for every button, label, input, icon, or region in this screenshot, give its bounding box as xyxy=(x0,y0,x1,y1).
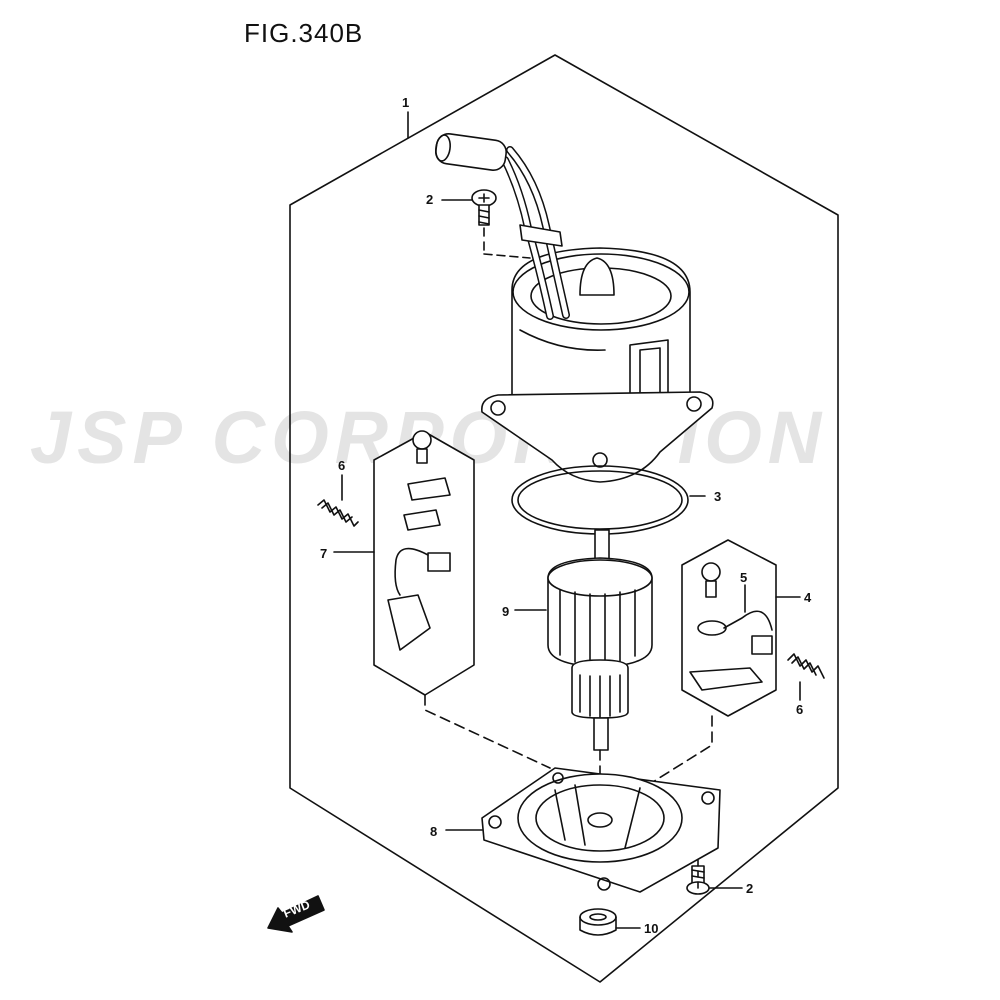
screw-top xyxy=(471,189,531,259)
end-frame xyxy=(481,767,721,893)
armature xyxy=(547,529,653,751)
callout-3: 3 xyxy=(714,489,722,504)
callout-5: 5 xyxy=(740,570,748,585)
cushion xyxy=(579,908,617,936)
figure-title: FIG.340B xyxy=(244,18,364,48)
fwd-arrow xyxy=(267,895,325,933)
callout-7: 7 xyxy=(320,546,328,561)
spring-left xyxy=(317,499,359,527)
assembly-boundary xyxy=(289,54,839,983)
callout-2-bottom: 2 xyxy=(746,881,754,896)
callout-6-right: 6 xyxy=(796,702,804,717)
spring-right xyxy=(787,653,825,679)
brush-holder-left xyxy=(373,430,475,696)
callout-1: 1 xyxy=(402,95,410,110)
callout-9: 9 xyxy=(502,604,510,619)
callout-4: 4 xyxy=(804,590,812,605)
callout-8: 8 xyxy=(430,824,438,839)
callout-6-left: 6 xyxy=(338,458,346,473)
motor-housing xyxy=(435,133,714,483)
callout-2-top: 2 xyxy=(426,192,434,207)
screw-bottom xyxy=(686,859,710,895)
brush-holder-right xyxy=(681,539,777,717)
callout-10: 10 xyxy=(644,921,659,936)
